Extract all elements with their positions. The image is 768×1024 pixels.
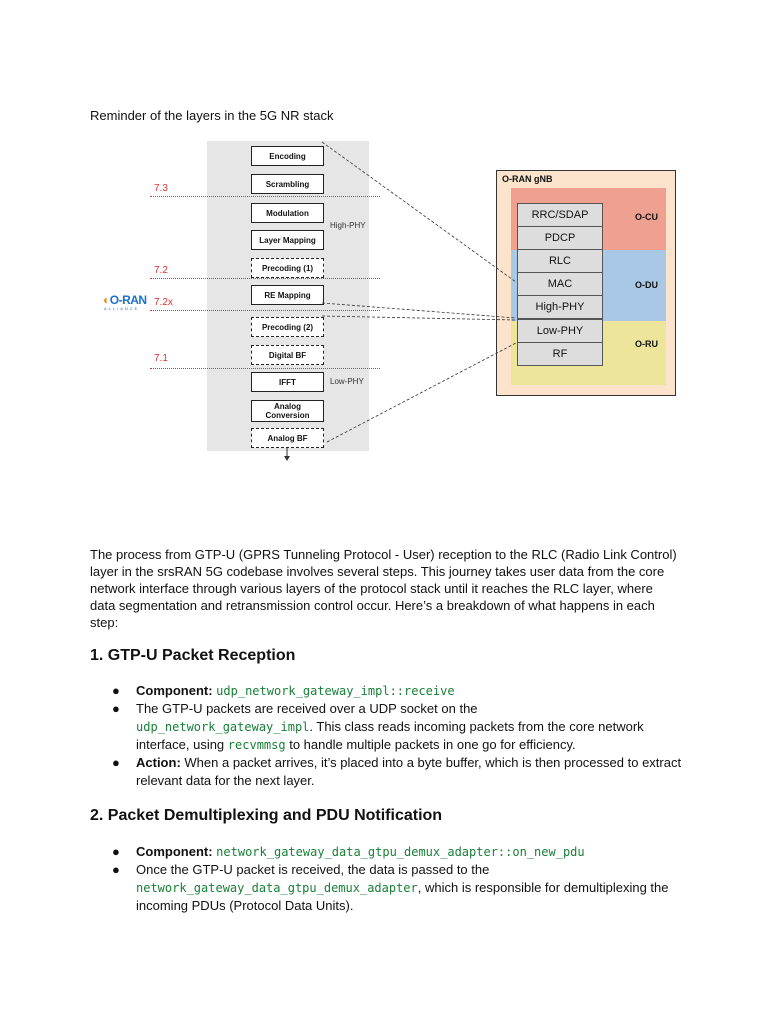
bullet-icon: ● [112,862,120,877]
o-du-label: O-DU [635,280,658,290]
code-span: network_gateway_data_gtpu_demux_adapter [136,881,418,895]
o-cu-label: O-CU [635,212,658,222]
bullet-icon: ● [112,683,120,698]
block-modulation: Modulation [251,203,324,223]
code-span: udp_network_gateway_impl [136,720,310,734]
layer-low-phy: Low-PHY [517,319,603,343]
gnb-title: O-RAN gNB [502,174,553,184]
block-encoding: Encoding [251,146,324,166]
oran-alliance-text: ALLIANCE [104,306,140,311]
block-digital-bf: Digital BF [251,345,324,365]
nr-stack-figure: 7.3 7.2 7.2x 7.1 ◐O-RAN ALLIANCE Encodin… [90,138,690,468]
connector-lines [284,141,517,461]
section-2-list: ●Component: network_gateway_data_gtpu_de… [112,843,682,915]
split-label: 7.3 [154,183,168,194]
split-line-7-2x [150,310,380,311]
high-phy-label: High-PHY [330,221,366,230]
block-precoding-2: Precoding (2) [251,317,324,337]
low-phy-label: Low-PHY [330,377,364,386]
split-line-7-1 [150,368,380,369]
bullet-icon: ● [112,701,120,716]
list-item: ●Component: network_gateway_data_gtpu_de… [112,844,585,859]
block-scrambling: Scrambling [251,174,324,194]
split-label: 7.2x [154,297,173,308]
block-analog-conversion: Analog Conversion [251,400,324,422]
split-label: 7.2 [154,265,168,276]
bullet-icon: ● [112,844,120,859]
oran-logo: ◐O-RAN [103,293,147,307]
block-re-mapping: RE Mapping [251,285,324,305]
list-item: ●Action: When a packet arrives, it’s pla… [112,755,682,788]
block-layer-mapping: Layer Mapping [251,230,324,250]
code-span: udp_network_gateway_impl::receive [216,684,455,698]
layer-rlc: RLC [517,249,603,273]
split-label: 7.1 [154,353,168,364]
oran-gnb-box: O-RAN gNB O-CU O-DU O-RU RRC/SDAP PDCP R… [496,170,676,396]
intro-paragraph: The process from GTP-U (GPRS Tunneling P… [90,547,677,630]
section-2-heading: 2. Packet Demultiplexing and PDU Notific… [90,807,443,824]
section-1-heading: 1. GTP-U Packet Reception [90,647,296,664]
layer-rf: RF [517,342,603,366]
block-ifft: IFFT [251,372,324,392]
split-line-7-2 [150,278,380,279]
layer-mac: MAC [517,272,603,296]
block-analog-bf: Analog BF [251,428,324,448]
split-line-7-3 [150,196,380,197]
block-precoding-1: Precoding (1) [251,258,324,278]
code-span: recvmmsg [227,738,286,752]
bullet-icon: ● [112,755,120,770]
layer-high-phy: High-PHY [517,295,603,319]
list-item: ●The GTP-U packets are received over a U… [112,701,644,752]
list-item: ●Once the GTP-U packet is received, the … [112,862,669,913]
figure-caption: Reminder of the layers in the 5G NR stac… [90,108,334,123]
list-item: ●Component: udp_network_gateway_impl::re… [112,683,455,698]
section-1-list: ●Component: udp_network_gateway_impl::re… [112,682,682,790]
code-span: network_gateway_data_gtpu_demux_adapter:… [216,845,585,859]
o-ru-label: O-RU [635,339,658,349]
